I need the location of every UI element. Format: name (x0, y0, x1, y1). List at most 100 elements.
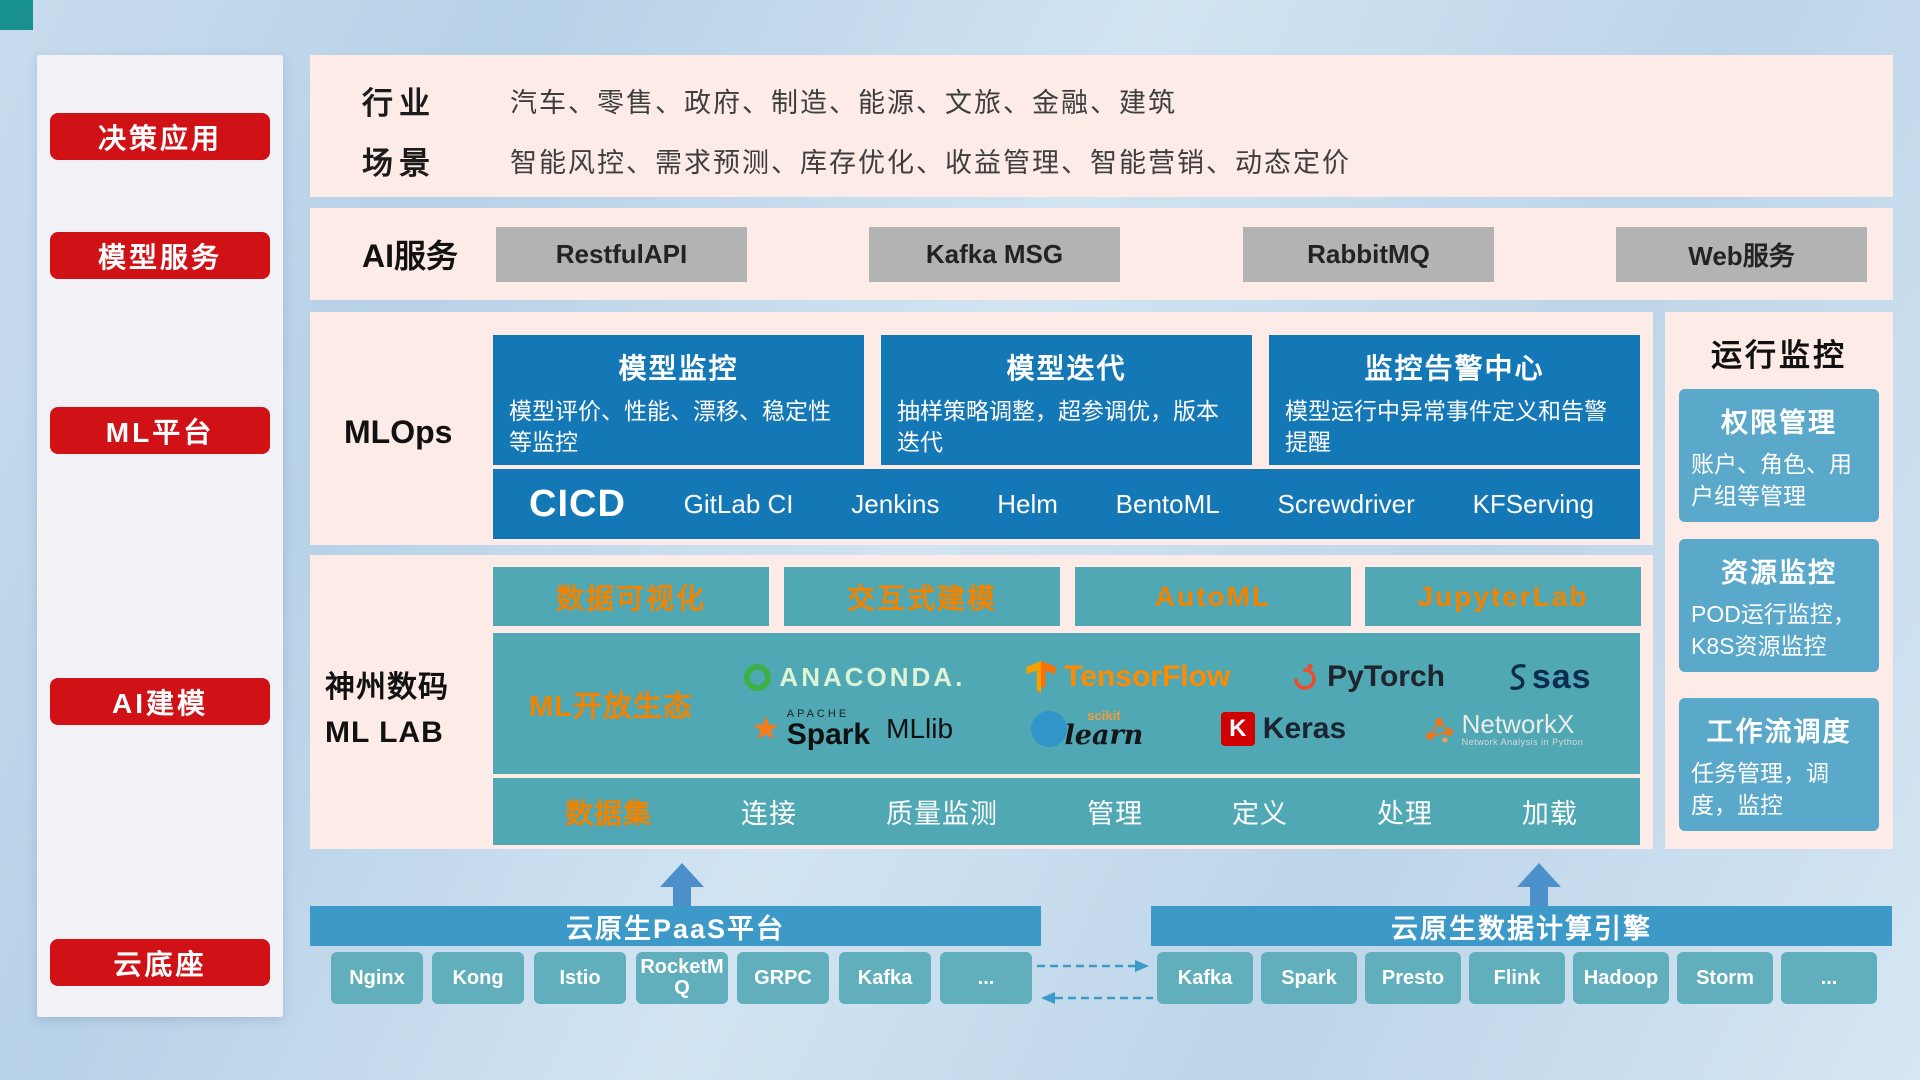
card-permission-management: 权限管理 账户、角色、用户组等管理 (1679, 389, 1879, 523)
feature-interactive-modeling: 交互式建模 (784, 567, 1060, 626)
pytorch-text: PyTorch (1327, 660, 1445, 693)
arrow-stem (673, 887, 691, 906)
sidebar-item-ml-platform: ML平台 (50, 407, 270, 454)
card-model-monitoring: 模型监控 模型评价、性能、漂移、稳定性等监控 (493, 335, 864, 465)
card-title: 监控告警中心 (1364, 353, 1545, 384)
sidebar-item-ai-modeling: AI建模 (50, 678, 270, 725)
dataset-bar: 数据集 连接 质量监测 管理 定义 处理 加载 (493, 778, 1640, 845)
card-title: 工作流调度 (1706, 717, 1852, 747)
ai-service-label: AI服务 (362, 238, 459, 274)
dataset-item-process: 处理 (1376, 799, 1433, 829)
engine-chip-presto: Presto (1365, 952, 1461, 1004)
up-arrow-right (1517, 863, 1561, 906)
sas-text: sas (1531, 657, 1592, 696)
up-arrow-left (660, 863, 704, 906)
paas-chip-more: ... (940, 952, 1032, 1004)
sidebar-item-model-service: 模型服务 (50, 232, 270, 279)
tensorflow-logo: TensorFlow (1026, 660, 1230, 694)
industry-text: 汽车、零售、政府、制造、能源、文旅、金融、建筑 (510, 87, 1177, 118)
sidebar-item-cloud-base: 云底座 (50, 939, 270, 986)
engine-chip-hadoop: Hadoop (1573, 952, 1669, 1004)
ecosystem-logos: ANACONDA. TensorFlow (714, 658, 1622, 750)
service-web: Web服务 (1616, 227, 1867, 282)
card-desc: 账户、角色、用户组等管理 (1691, 451, 1852, 510)
engine-chip-spark: Spark (1261, 952, 1357, 1004)
ml-ecosystem-box: ML开放生态 ANACONDA. TensorFlow (493, 633, 1640, 774)
card-title: 模型监控 (618, 353, 739, 384)
networkx-subtext: Network Analysis in Python (1461, 737, 1584, 748)
feature-automl: AutoML (1075, 567, 1351, 626)
spark-apache-text: APACHE (786, 707, 850, 720)
ecosystem-label: ML开放生态 (529, 690, 693, 723)
mllab-row: 神州数码 ML LAB 数据可视化 交互式建模 AutoML JupyterLa… (310, 555, 1653, 849)
industry-line: 行业 汽车、零售、政府、制造、能源、文旅、金融、建筑 (362, 77, 1177, 123)
mllab-label: 神州数码 ML LAB (325, 665, 490, 755)
spark-star-icon (753, 716, 779, 740)
cicd-tool-gitlab-ci: GitLab CI (683, 488, 794, 519)
arrow-stem (1530, 887, 1548, 906)
tensorflow-icon (1026, 661, 1056, 693)
feature-jupyterlab: JupyterLab (1365, 567, 1641, 626)
card-resource-monitoring: 资源监控 POD运行监控，K8S资源监控 (1679, 539, 1879, 673)
scikit-learn-logo: scikit learn (1030, 709, 1144, 749)
dataset-item-quality: 质量监测 (885, 799, 998, 829)
left-sidebar: 决策应用 模型服务 ML平台 AI建模 云底座 (37, 55, 283, 1017)
ai-service-row: AI服务 RestfulAPI Kafka MSG RabbitMQ Web服务 (310, 208, 1893, 300)
cicd-tool-jenkins: Jenkins (851, 488, 940, 519)
scikit-text: scikit (1087, 708, 1121, 723)
cicd-tool-helm: Helm (997, 488, 1058, 519)
card-desc: 模型评价、性能、漂移、稳定性等监控 (509, 398, 831, 456)
monitoring-title: 运行监控 (1711, 338, 1847, 373)
keras-text: Keras (1262, 712, 1347, 745)
paas-bar: 云原生PaaS平台 (310, 906, 1041, 946)
scene-line: 场景 智能风控、需求预测、库存优化、收益管理、智能营销、动态定价 (362, 137, 1351, 183)
networkx-wordmark: NetworkX Network Analysis in Python (1462, 710, 1584, 748)
paas-chip-nginx: Nginx (331, 952, 423, 1004)
networkx-icon (1425, 717, 1453, 743)
learn-text: learn (1064, 720, 1144, 751)
dataset-item-load: 加载 (1521, 799, 1578, 829)
paas-chip-rocketmq: RocketMQ (636, 952, 728, 1004)
spark-mllib-logo: APACHE Spark MLlib (753, 707, 953, 750)
engine-chip-flink: Flink (1469, 952, 1565, 1004)
card-desc: POD运行监控，K8S资源监控 (1691, 601, 1856, 660)
paas-chip-grpc: GRPC (737, 952, 829, 1004)
tensorflow-text: TensorFlow (1064, 660, 1231, 693)
service-kafka-msg: Kafka MSG (869, 227, 1120, 282)
paas-chip-kong: Kong (432, 952, 524, 1004)
scene-label: 场景 (362, 145, 436, 181)
card-title: 资源监控 (1721, 558, 1837, 588)
service-restfulapi: RestfulAPI (496, 227, 747, 282)
networkx-logo: NetworkX Network Analysis in Python (1424, 710, 1584, 748)
paas-chip-kafka: Kafka (839, 952, 931, 1004)
eco-logo-row-1: ANACONDA. TensorFlow (714, 658, 1622, 697)
engine-bar: 云原生数据计算引擎 (1151, 906, 1892, 946)
scikit-wordmark: scikit learn (1065, 709, 1144, 749)
mlops-label: MLOps (344, 414, 453, 450)
card-alert-center: 监控告警中心 模型运行中异常事件定义和告警提醒 (1269, 335, 1640, 465)
cicd-tool-bentoml: BentoML (1115, 488, 1220, 519)
card-desc: 任务管理，调度，监控 (1691, 760, 1829, 819)
card-model-iteration: 模型迭代 抽样策略调整，超参调优，版本迭代 (881, 335, 1252, 465)
networkx-text: NetworkX (1461, 708, 1575, 739)
scikit-learn-icon (1030, 711, 1067, 747)
arrow-head (660, 863, 704, 887)
service-rabbitmq: RabbitMQ (1243, 227, 1494, 282)
anaconda-icon (744, 663, 772, 691)
corner-accent (0, 0, 33, 30)
anaconda-text: ANACONDA. (779, 661, 966, 692)
card-desc: 模型运行中异常事件定义和告警提醒 (1285, 398, 1607, 456)
mlops-row: MLOps 模型监控 模型评价、性能、漂移、稳定性等监控 模型迭代 抽样策略调整… (310, 312, 1653, 545)
card-title: 权限管理 (1721, 408, 1837, 438)
card-title: 模型迭代 (1006, 353, 1127, 384)
sas-swirl-icon (1510, 664, 1526, 690)
mllab-label-line1: 神州数码 (325, 671, 449, 704)
engine-chip-storm: Storm (1677, 952, 1773, 1004)
cicd-bar: CICD GitLab CI Jenkins Helm BentoML Scre… (493, 469, 1640, 539)
card-workflow-scheduling: 工作流调度 任务管理，调度，监控 (1679, 698, 1879, 832)
mllab-label-line2: ML LAB (325, 716, 444, 749)
dataset-item-connect: 连接 (741, 799, 797, 829)
cicd-label: CICD (529, 482, 626, 525)
dashed-flow-arrows (1037, 960, 1153, 1004)
dataset-label: 数据集 (565, 797, 653, 829)
